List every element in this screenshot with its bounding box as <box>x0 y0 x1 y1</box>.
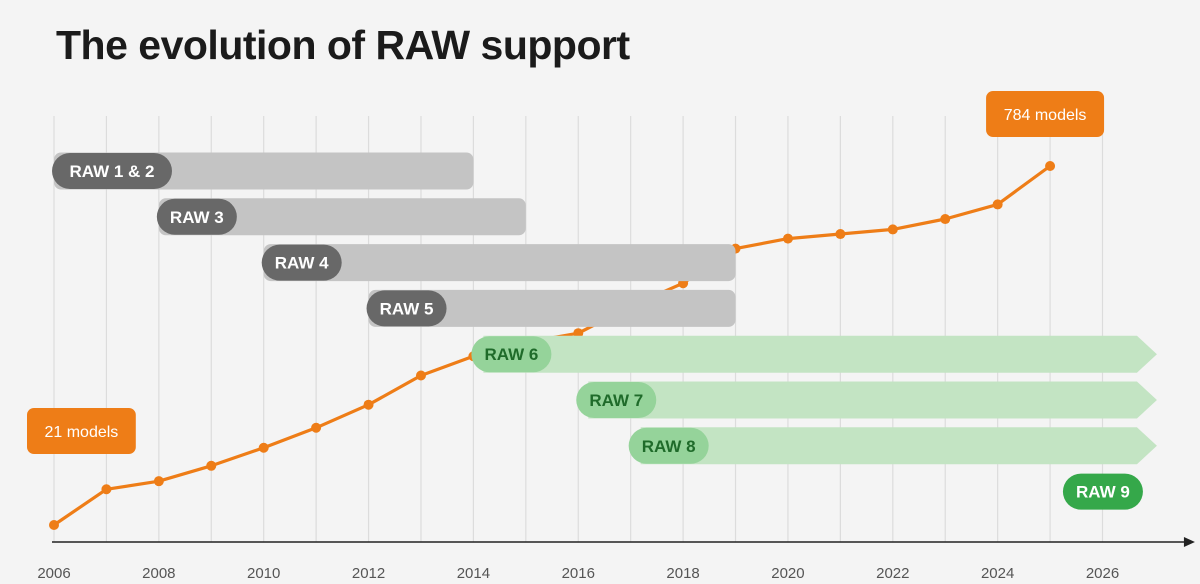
range-bar <box>368 289 736 327</box>
range-raw-4: RAW 4 <box>261 244 736 282</box>
x-tick-label: 2018 <box>666 565 699 582</box>
data-point <box>835 229 846 240</box>
x-tick-label: 2016 <box>562 565 595 582</box>
x-tick-label: 2008 <box>142 565 175 582</box>
range-badge <box>52 153 172 189</box>
callout-label: 21 models <box>44 424 118 441</box>
x-tick-label: 2006 <box>37 565 70 582</box>
range-badge <box>628 427 709 464</box>
x-tick-label: 2024 <box>981 565 1014 582</box>
x-tick-label: 2010 <box>247 565 280 582</box>
data-point <box>940 214 951 225</box>
callout-784-models: 784 models <box>986 91 1105 137</box>
range-badge <box>1062 473 1143 510</box>
data-point <box>1045 161 1056 171</box>
data-point <box>363 399 374 410</box>
data-point <box>153 476 164 487</box>
data-point <box>206 460 217 471</box>
range-raw-3: RAW 3 <box>156 198 526 236</box>
range-bar <box>263 244 736 282</box>
x-tick-label: 2014 <box>457 565 490 582</box>
x-axis: 2006 2008 2010 2012 2014 2016 2018 2020 2022 2024… <box>37 537 1195 582</box>
range-badge <box>576 382 657 418</box>
range-label: RAW 1 & 2 <box>69 162 154 181</box>
range-bar <box>158 198 526 236</box>
x-tick-label: 2012 <box>352 565 385 582</box>
data-point <box>992 199 1003 210</box>
chart-title: The evolution of RAW support <box>56 22 630 68</box>
data-point <box>258 442 269 453</box>
callout-label: 784 models <box>1004 107 1087 124</box>
data-point <box>311 422 322 433</box>
range-label: RAW 6 <box>484 345 538 364</box>
range-badge <box>261 244 342 281</box>
callout-21-models: 21 models <box>27 408 136 454</box>
x-tick-label: 2022 <box>876 565 909 582</box>
range-arrow-bar <box>588 381 1157 419</box>
range-label: RAW 7 <box>589 391 643 410</box>
data-point <box>415 370 426 381</box>
data-point <box>101 484 112 495</box>
range-badge <box>366 290 447 327</box>
range-raw-7: RAW 7 <box>576 381 1157 419</box>
callout-box <box>27 408 136 454</box>
data-point <box>887 224 898 235</box>
range-raw-1-and-2: RAW 1 & 2 <box>52 152 474 190</box>
x-tick-label: 2020 <box>771 565 804 582</box>
range-label: RAW 4 <box>275 254 329 273</box>
range-raw-8: RAW 8 <box>628 427 1157 465</box>
range-raw-5: RAW 5 <box>366 289 736 327</box>
x-axis-arrow-icon <box>1183 537 1195 547</box>
range-label: RAW 9 <box>1076 483 1130 502</box>
range-arrow-bar <box>483 335 1157 373</box>
range-raw-9: RAW 9 <box>1062 473 1143 510</box>
range-label: RAW 5 <box>380 299 434 318</box>
callout-box <box>986 91 1105 137</box>
data-point <box>49 520 59 530</box>
version-ranges: RAW 1 & 2 RAW 3 RAW 4 RAW 5 RAW 6 RAW 7 RAW 8 R… <box>52 152 1157 510</box>
range-label: RAW 3 <box>170 208 224 227</box>
range-arrow-bar <box>640 427 1157 465</box>
range-raw-6: RAW 6 <box>471 335 1157 373</box>
model-callouts: 21 models 784 models <box>27 91 1105 454</box>
range-label: RAW 8 <box>642 437 696 456</box>
range-badge <box>156 198 237 235</box>
data-point <box>782 233 793 244</box>
range-badge <box>471 336 552 373</box>
x-tick-label: 2026 <box>1086 565 1119 582</box>
